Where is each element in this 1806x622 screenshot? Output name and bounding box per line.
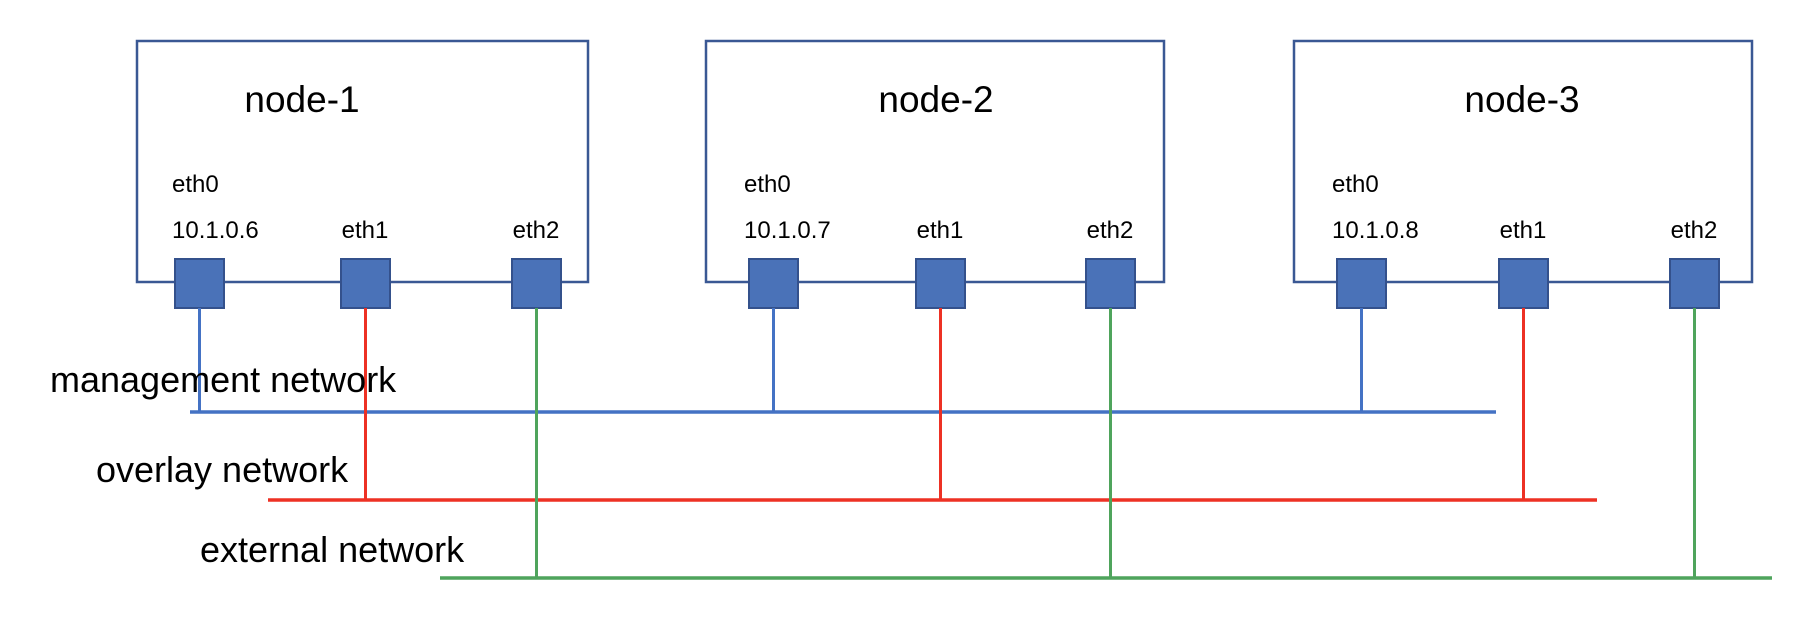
management-network-label: management network: [50, 359, 397, 400]
node-3-eth1-port[interactable]: [1498, 258, 1549, 309]
node-2-eth2-name: eth2: [1087, 217, 1134, 244]
node-1-title: node-1: [244, 79, 359, 120]
node-3-eth2-name: eth2: [1671, 217, 1718, 244]
node-3-title: node-3: [1464, 79, 1579, 120]
node-3-eth2-port[interactable]: [1669, 258, 1720, 309]
node-2-eth0-address: 10.1.0.7: [744, 217, 831, 244]
node-1-eth1-port[interactable]: [340, 258, 391, 309]
node-3-eth0-port[interactable]: [1336, 258, 1387, 309]
node-2-eth1-name: eth1: [917, 217, 964, 244]
management-network-group[interactable]: [190, 308, 1496, 414]
overlay-network-label: overlay network: [96, 449, 349, 490]
node-3-box[interactable]: [1292, 39, 1754, 284]
node-3-eth0-name: eth0: [1332, 171, 1379, 198]
node-2-eth1-port[interactable]: [915, 258, 966, 309]
node-1-eth1-name: eth1: [342, 217, 389, 244]
node-2-title: node-2: [878, 79, 993, 120]
node-2-eth0-port[interactable]: [748, 258, 799, 309]
node-1-eth0-port[interactable]: [174, 258, 225, 309]
node-1-group[interactable]: node-1 eth0 10.1.0.6 eth1 eth2: [135, 39, 590, 309]
external-network-label: external network: [200, 529, 465, 570]
node-1-eth2-port[interactable]: [511, 258, 562, 309]
overlay-network-group[interactable]: [268, 308, 1597, 502]
node-1-box[interactable]: [135, 39, 590, 284]
node-1-eth0-address: 10.1.0.6: [172, 217, 259, 244]
node-2-group[interactable]: node-2 eth0 10.1.0.7 eth1 eth2: [704, 39, 1166, 309]
node-3-eth1-name: eth1: [1500, 217, 1547, 244]
node-1-eth2-name: eth2: [513, 217, 560, 244]
node-2-eth2-port[interactable]: [1085, 258, 1136, 309]
node-1-eth0-name: eth0: [172, 171, 219, 198]
node-3-eth0-address: 10.1.0.8: [1332, 217, 1419, 244]
node-2-box[interactable]: [704, 39, 1166, 284]
node-3-group[interactable]: node-3 eth0 10.1.0.8 eth1 eth2: [1292, 39, 1754, 309]
node-2-eth0-name: eth0: [744, 171, 791, 198]
external-network-group[interactable]: [440, 308, 1772, 580]
